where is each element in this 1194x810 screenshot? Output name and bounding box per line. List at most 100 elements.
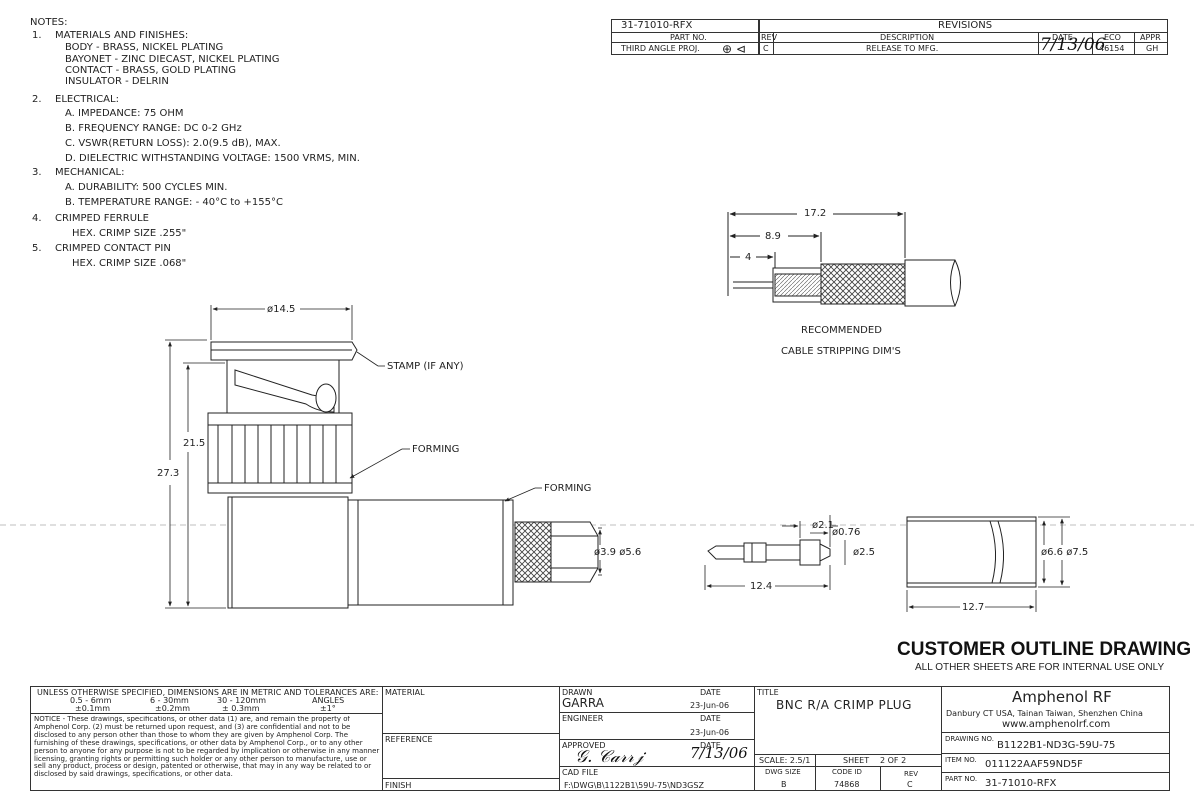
title-label: TITLE — [757, 688, 779, 697]
tolerance-value: ± 0.3mm — [222, 704, 260, 713]
projection-symbol-icon: ⊕ ⊲ — [722, 42, 746, 56]
drawn-date-label: DATE — [700, 688, 721, 697]
dim-ferrule-length: 12.7 — [962, 602, 985, 613]
approved-label: APPROVED — [562, 741, 606, 750]
note-line: BAYONET - ZINC DIECAST, NICKEL PLATING — [65, 54, 280, 65]
ferrule-dimensions — [906, 516, 1070, 612]
rev-description: RELEASE TO MFG. — [866, 44, 939, 53]
description-header: DESCRIPTION — [880, 33, 935, 42]
part-no-label: PART NO. — [945, 775, 978, 783]
note-line: INSULATOR - DELRIN — [65, 76, 169, 87]
note-line: D. DIELECTRIC WITHSTANDING VOLTAGE: 1500… — [65, 153, 360, 164]
item-number: 011122AAF59ND5F — [985, 759, 1083, 770]
drawn-by: GARRA — [562, 696, 604, 710]
approved-date-label: DATE — [700, 741, 721, 750]
rev-date: 7/13/06 — [1040, 35, 1106, 55]
dim-strip-mid: 8.9 — [765, 231, 781, 242]
scale-value: SCALE: 2.5/1 — [759, 756, 811, 765]
item-no-label: ITEM NO. — [945, 756, 977, 764]
tolerance-heading: UNLESS OTHERWISE SPECIFIED, DIMENSIONS A… — [37, 688, 379, 697]
note-title: CRIMPED FERRULE — [55, 213, 149, 224]
dim-pin-tip: ø2.1 — [812, 520, 835, 531]
code-id-label: CODE ID — [832, 768, 862, 776]
note-line: A. IMPEDANCE: 75 OHM — [65, 108, 184, 119]
connector-body — [207, 341, 599, 609]
company-locations: Danbury CT USA, Tainan Taiwan, Shenzhen … — [946, 709, 1143, 718]
customer-outline-title: CUSTOMER OUTLINE DRAWING — [897, 639, 1192, 660]
drawn-label: DRAWN — [562, 688, 593, 697]
forming-label-2: FORMING — [544, 483, 592, 494]
dim-strip-total: 17.2 — [804, 208, 827, 219]
dim-height-partial: 21.5 — [183, 438, 206, 449]
tolerance-range: ANGLES — [312, 696, 345, 705]
rev-label: REV — [904, 770, 919, 778]
note-line: CONTACT - BRASS, GOLD PLATING — [65, 65, 236, 76]
note-number: 4. — [32, 213, 42, 224]
appr-header: APPR — [1140, 33, 1161, 42]
note-line: A. DURABILITY: 500 CYCLES MIN. — [65, 182, 228, 193]
strip-caption-1: RECOMMENDED — [801, 325, 882, 336]
tolerance-range: 30 - 120mm — [217, 696, 267, 705]
drawn-date: 23-Jun-06 — [690, 701, 730, 710]
rev-value: C — [763, 44, 769, 53]
sheet-label: SHEET — [843, 756, 870, 765]
reference-label: REFERENCE — [385, 735, 433, 744]
dim-head-dia: ø14.5 — [267, 304, 296, 315]
dim-height-total: 27.3 — [157, 468, 180, 479]
notes-heading: NOTES: — [30, 17, 68, 28]
cad-file-label: CAD FILE — [562, 768, 599, 777]
stamp-label: STAMP (IF ANY) — [387, 361, 464, 372]
note-title: MATERIALS AND FINISHES: — [55, 30, 189, 41]
note-number: 1. — [32, 30, 42, 41]
note-line: HEX. CRIMP SIZE .255" — [72, 228, 187, 239]
material-label: MATERIAL — [385, 688, 425, 697]
drawing-number: B1122B1-ND3G-59U-75 — [997, 740, 1116, 751]
note-line: C. VSWR(RETURN LOSS): 2.0(9.5 dB), MAX. — [65, 138, 281, 149]
dim-pin-length: 12.4 — [750, 581, 773, 592]
note-line: B. FREQUENCY RANGE: DC 0-2 GHz — [65, 123, 242, 134]
tolerance-value: ±0.1mm — [75, 704, 111, 713]
tolerance-range: 6 - 30mm — [150, 696, 189, 705]
contact-pin — [707, 539, 831, 566]
note-title: ELECTRICAL: — [55, 94, 119, 105]
rev-header: REV — [761, 33, 778, 42]
confidentiality-notice: NOTICE - These drawings, specifications,… — [34, 716, 380, 779]
forming-label-1: FORMING — [412, 444, 460, 455]
note-title: MECHANICAL: — [55, 167, 125, 178]
header-part-label: PART NO. — [670, 33, 707, 42]
finish-label: FINISH — [385, 781, 412, 790]
engineer-label: ENGINEER — [562, 714, 604, 723]
tolerance-range: 0.5 - 6mm — [70, 696, 112, 705]
rev-eco: 46154 — [1099, 44, 1125, 53]
note-number: 3. — [32, 167, 42, 178]
cable-strip-view — [727, 211, 961, 307]
dim-strip-short: 4 — [745, 252, 752, 263]
date-header: DATE — [1052, 33, 1073, 42]
sheet-value: 2 OF 2 — [880, 756, 907, 765]
note-line: BODY - BRASS, NICKEL PLATING — [65, 42, 224, 53]
note-number: 5. — [32, 243, 42, 254]
note-line: B. TEMPERATURE RANGE: - 40°C to +155°C — [65, 197, 283, 208]
company-website: www.amphenolrf.com — [1002, 719, 1111, 730]
note-title: CRIMPED CONTACT PIN — [55, 243, 171, 254]
dwg-size-value: B — [781, 780, 787, 789]
engineer-date-label: DATE — [700, 714, 721, 723]
main-dimensions — [165, 305, 602, 609]
dim-pin-body: ø2.5 — [853, 547, 876, 558]
approved-date: 7/13/06 — [690, 744, 748, 762]
tolerance-value: ±0.2mm — [155, 704, 191, 713]
company-name: Amphenol RF — [1012, 688, 1112, 706]
part-number: 31-71010-RFX — [985, 778, 1057, 789]
dim-pin-shaft: ø0.76 — [832, 527, 861, 538]
projection-label: THIRD ANGLE PROJ. — [621, 44, 700, 53]
tolerance-value: ±1° — [320, 704, 336, 713]
eco-header: ECO — [1104, 33, 1121, 42]
code-id-value: 74868 — [834, 780, 860, 789]
dim-crimp-dia: ø3.9 ø5.6 — [594, 547, 642, 558]
dwg-size-label: DWG SIZE — [765, 768, 801, 776]
cad-file-path: F:\DWG\B\1122B1\59U-75\ND3GSZ — [564, 781, 704, 790]
note-line: HEX. CRIMP SIZE .068" — [72, 258, 187, 269]
drawing-title: BNC R/A CRIMP PLUG — [776, 698, 912, 712]
ferrule — [906, 516, 1037, 588]
